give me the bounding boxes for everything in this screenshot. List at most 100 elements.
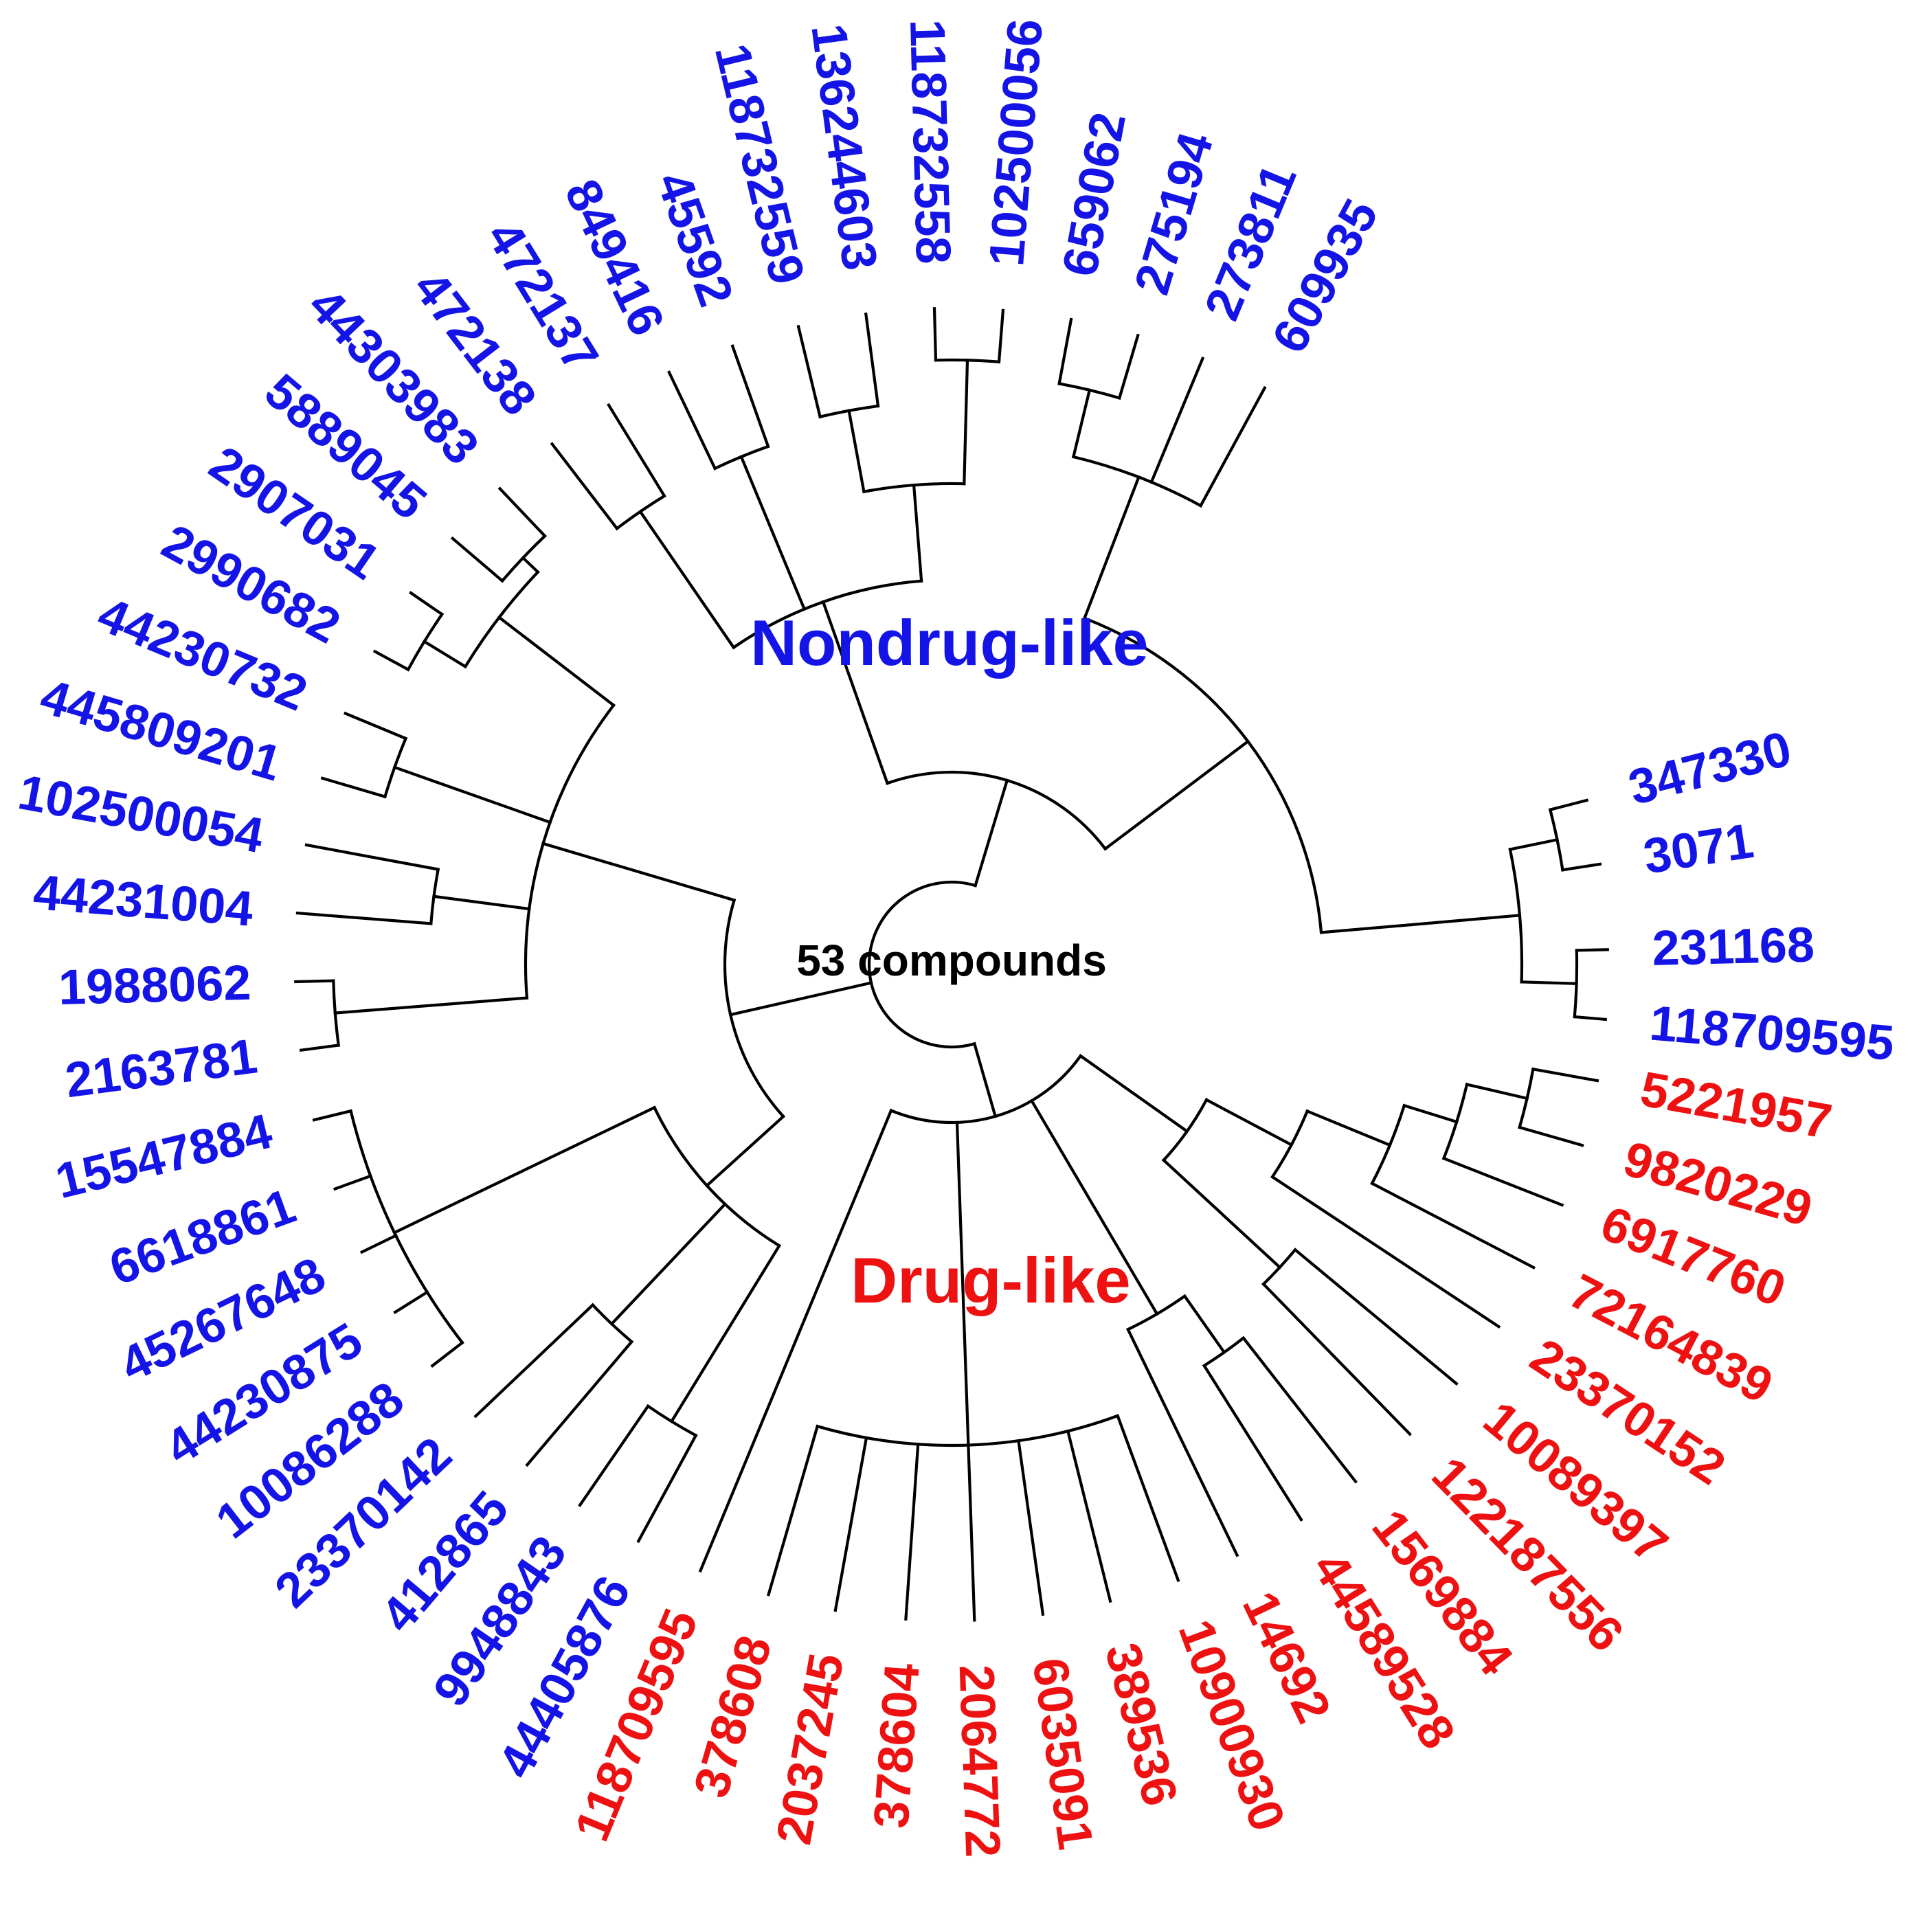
leaf-label-3071: 3071 [1640,813,1757,885]
tree-branch-48 [359,1233,398,1254]
tree-branch-76 [497,615,616,708]
compound-count-label: 53 compounds [796,936,1107,985]
tree-branch-72 [497,486,547,539]
tree-branch-110 [1561,862,1602,872]
tree-branch-78 [541,842,737,902]
tree-branch-123 [867,880,978,1049]
tree-branch-109 [1548,798,1589,812]
tree-branch-27 [1066,1429,1112,1603]
tree-branch-113 [1575,948,1609,952]
tree-branch-54 [704,1114,786,1188]
tree-branch-81 [550,442,619,531]
tree-branch-31 [833,1436,868,1612]
tree-branch-52 [392,1105,657,1235]
leaf-label-347330: 347330 [1623,721,1797,816]
tree-branch-71 [450,536,505,583]
tree-branch-19 [1241,1335,1358,1484]
leaf-label-231168: 231168 [1652,918,1815,976]
tree-branch-6 [1402,1103,1459,1124]
tree-branch-63 [320,776,387,799]
tree-branch-90 [864,312,880,408]
tree-branch-118 [1319,914,1522,934]
tree-branch-25 [1029,1098,1159,1316]
tree-branch-42 [525,1340,634,1467]
tree-branches [294,307,1609,1622]
tree-branch-60 [304,843,440,871]
tree-branch-62 [432,894,531,911]
leaf-label-1988062: 1988062 [58,956,251,1015]
tree-branch-112 [1508,837,1559,851]
tree-branch-102 [1117,333,1140,401]
tree-branch-84 [638,509,736,650]
tree-branch-28 [1017,1439,1045,1616]
tree-branch-106 [1198,385,1267,508]
tree-branch-89 [796,324,822,419]
tree-branch-116 [1520,980,1578,985]
tree-branch-10 [1270,1175,1501,1329]
leaf-label-44231004: 44231004 [32,865,256,937]
tree-branch-16 [1161,1158,1282,1270]
tree-branch-68 [409,591,445,617]
tree-branch-35 [698,1108,893,1573]
tree-branch-50 [312,1109,353,1122]
tree-branch-105 [1149,356,1205,484]
tree-branch-41 [669,1243,782,1423]
tree-branch-121 [885,770,1108,851]
tree-branch-12 [1204,1098,1294,1147]
leaf-label-2163781: 2163781 [63,1028,260,1108]
leaf-label-5221957: 5221957 [1637,1061,1836,1149]
tree-branch-26 [1116,1414,1180,1582]
tree-branch-4 [1441,1156,1564,1207]
tree-branch-93 [932,307,938,362]
tree-branch-3 [1465,1082,1529,1101]
leaf-label-378604: 378604 [864,1662,930,1830]
tree-branch-86 [730,344,770,449]
tree-branch-55 [299,1044,341,1052]
tree-branch-9 [1305,1109,1392,1147]
tree-branch-45 [609,1202,728,1327]
leaf-label-118709595: 118709595 [1648,996,1896,1072]
tree-branch-88 [739,455,807,611]
tree-branch-13 [1293,1248,1459,1386]
tree-branch-58 [333,996,529,1015]
tree-branch-101 [1057,317,1073,385]
leaf-label-659062: 659062 [1053,109,1136,281]
tree-branch-120 [1103,739,1250,851]
tree-branch-0 [1531,1067,1599,1083]
tree-branch-94 [997,308,1005,363]
leaf-label-2037245: 2037245 [766,1649,854,1849]
tree-branch-36 [889,1054,1083,1125]
tree-branch-114 [1573,1015,1607,1022]
tree-branch-14 [1261,1282,1412,1436]
drug-like-cluster-label: Drug-like [851,1244,1130,1316]
leaf-label-118732558: 118732558 [899,19,961,264]
tree-branch-29 [967,1443,976,1622]
leaf-label-102500056: 102500056 [979,17,1053,269]
tree-branch-96 [963,359,969,486]
tree-branch-37 [972,1041,998,1118]
tree-branch-22 [1182,1294,1226,1355]
tree-branch-66 [392,765,552,824]
tree-branch-46 [430,1340,464,1368]
leaf-label-389536: 389536 [1094,1638,1188,1811]
tree-branch-85 [667,370,717,471]
leaf-label-6035091: 6035091 [1022,1655,1103,1853]
tree-branch-108 [1082,475,1141,620]
tree-branch-34 [955,1120,970,1447]
tree-branch-64 [343,711,408,741]
tree-branch-82 [607,403,666,498]
tree-branch-67 [372,649,410,672]
tree-branch-47 [393,1290,429,1314]
tree-branch-32 [766,1424,820,1597]
tree-branch-70 [422,639,468,669]
tree-branch-18 [1078,1054,1189,1134]
tree-branch-59 [295,911,433,925]
leaf-label-136244603: 136244603 [800,21,887,273]
leaf-label-102500054: 102500054 [14,765,267,864]
nondrug-like-cluster-label: Nondrug-like [750,607,1149,679]
tree-branch-100 [821,600,890,785]
tree-branch-38 [636,1433,698,1544]
tree-branch-104 [1071,388,1092,459]
